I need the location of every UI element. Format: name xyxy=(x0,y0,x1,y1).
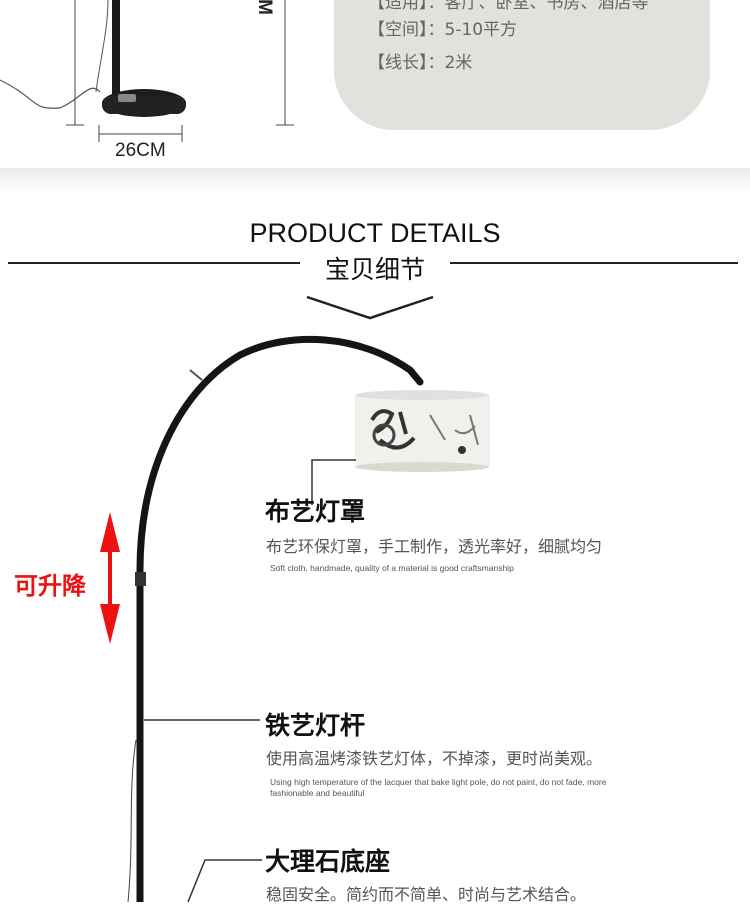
lamp-illustration xyxy=(100,335,490,902)
lamp-dimension-drawing xyxy=(0,0,294,142)
feature-base-title: 大理石底座 xyxy=(265,847,391,876)
feature-pole-title: 铁艺灯杆 xyxy=(265,711,366,740)
spec-usage: 【适用】：客厅、卧室、书房、酒店等 xyxy=(368,0,649,13)
spec-card xyxy=(334,0,710,130)
fabric-lampshade xyxy=(355,390,490,472)
lift-label: 可升降 xyxy=(14,572,86,600)
details-title-cn: 宝贝细节 xyxy=(300,250,450,286)
details-title-en: PRODUCT DETAILS xyxy=(249,218,501,248)
base-width-label: 26CM xyxy=(115,140,166,161)
feature-shade-desc-cn: 布艺环保灯罩，手工制作，透光率好，细腻均匀 xyxy=(266,537,603,556)
spec-cable: 【线长】：2米 xyxy=(368,53,473,73)
feature-shade-title: 布艺灯罩 xyxy=(265,497,366,526)
feature-pole-desc-en: Using high temperature of the lacquer th… xyxy=(270,777,607,798)
height-mark-label: M xyxy=(253,0,275,15)
spec-space: 【空间】：5-10平方 xyxy=(368,20,518,40)
feature-base-desc-cn: 稳固安全。简约而不简单、时尚与艺术结合。 xyxy=(266,885,587,904)
lamp-pole-top xyxy=(112,0,120,95)
feature-pole-desc-cn: 使用高温烤漆铁艺灯体，不掉漆，更时尚美观。 xyxy=(266,749,603,768)
feature-shade-desc-en: Soft cloth, handmade, quality of a mater… xyxy=(270,563,514,573)
arc-pole xyxy=(136,335,424,902)
lift-arrow-icon xyxy=(100,512,120,644)
chevron-down-icon xyxy=(306,295,434,320)
section-divider-shadow xyxy=(0,168,750,196)
